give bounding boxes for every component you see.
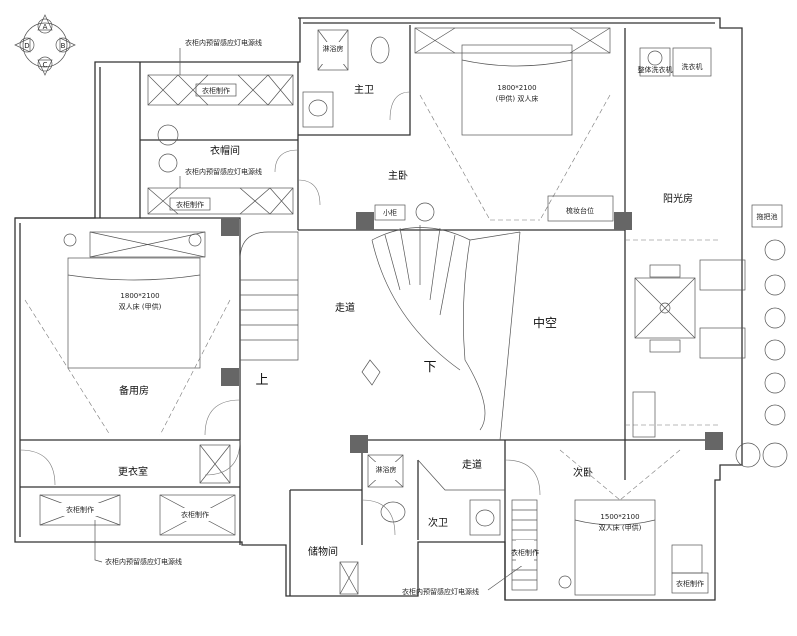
- cabinet-label-3: 衣柜制作: [66, 505, 94, 514]
- compass: A B C D: [14, 14, 76, 76]
- cabinet-label-4: 衣柜制作: [181, 510, 209, 519]
- note-2: 衣柜内预留感应灯电源线: [185, 167, 262, 176]
- shower-label-2: 淋浴房: [376, 465, 397, 474]
- master-bed-size: 1800*2100: [497, 84, 536, 92]
- stair-down-label: 下: [423, 360, 436, 375]
- shower-label-1: 淋浴房: [323, 44, 344, 53]
- second-bed-note: 双人床 (甲供): [599, 523, 642, 532]
- sunroom: 整体洗衣机 洗衣机 阳光房 拖把池: [625, 47, 788, 468]
- closet-area: 衣柜制作 衣柜制作 衣帽间: [147, 74, 294, 215]
- room-label-corridor: 走道: [335, 301, 355, 314]
- compass-a: A: [43, 23, 48, 31]
- room-label-guest-room: 备用房: [119, 384, 149, 397]
- room-label-dressing-room: 更衣室: [118, 465, 148, 478]
- cabinet-label-2: 衣柜制作: [176, 200, 204, 209]
- cabinet-label-1: 衣柜制作: [202, 86, 230, 95]
- room-label-second-bath: 次卫: [428, 516, 448, 529]
- vanity-label: 梳妆台位: [566, 206, 594, 215]
- master-bedroom: 1800*2100 (甲供) 双人床 主卧 梳妆台位 小柜: [374, 27, 614, 222]
- compass-c: C: [43, 61, 48, 69]
- room-label-storage: 储物间: [308, 545, 338, 558]
- note-1: 衣柜内预留感应灯电源线: [185, 38, 262, 47]
- stair-up-label: 上: [255, 373, 268, 388]
- compass-d: D: [24, 42, 29, 50]
- cabinet-label-6: 衣柜制作: [676, 579, 704, 588]
- room-label-master-bedroom: 主卧: [388, 169, 408, 182]
- washer-dryer-label: 整体洗衣机: [638, 65, 673, 74]
- master-bed-note: (甲供) 双人床: [496, 94, 539, 103]
- cabinet-label-5: 衣柜制作: [511, 548, 539, 557]
- room-label-closet: 衣帽间: [210, 144, 240, 157]
- washer-label: 洗衣机: [682, 62, 703, 71]
- small-cabinet-label: 小柜: [383, 208, 397, 217]
- master-bath: 淋浴房 主卫: [302, 29, 390, 128]
- room-label-sunroom: 阳光房: [663, 192, 693, 205]
- guest-bed-note: 双人床 (甲供): [119, 302, 162, 311]
- dressing-room: 更衣室 衣柜制作 衣柜制作: [39, 444, 236, 536]
- room-label-void: 中空: [533, 315, 557, 330]
- note-4: 衣柜内预留感应灯电源线: [402, 587, 479, 596]
- staircases: 上 下 走道 中空: [239, 225, 557, 441]
- door-swings: [19, 91, 541, 536]
- interior-walls: [15, 25, 720, 600]
- room-label-corridor-lower: 走道: [462, 458, 482, 471]
- guest-bed-size: 1800*2100: [120, 292, 159, 300]
- second-bath: 淋浴房 次卫 走道: [367, 454, 505, 536]
- guest-room: 1800*2100 双人床 (甲供) 备用房: [24, 231, 231, 436]
- structural-columns: [221, 212, 723, 453]
- room-label-second-bedroom: 次卧: [573, 466, 593, 479]
- compass-b: B: [61, 42, 66, 50]
- note-3: 衣柜内预留感应灯电源线: [105, 557, 182, 566]
- storage-room: 储物间: [308, 545, 359, 595]
- mop-sink-label: 拖把池: [757, 212, 778, 221]
- second-bedroom: 次卧 衣柜制作 1500*2100 双人床 (甲供) 衣柜制作: [511, 449, 709, 596]
- second-bed-size: 1500*2100: [600, 513, 639, 521]
- room-label-master-bath: 主卫: [354, 84, 374, 96]
